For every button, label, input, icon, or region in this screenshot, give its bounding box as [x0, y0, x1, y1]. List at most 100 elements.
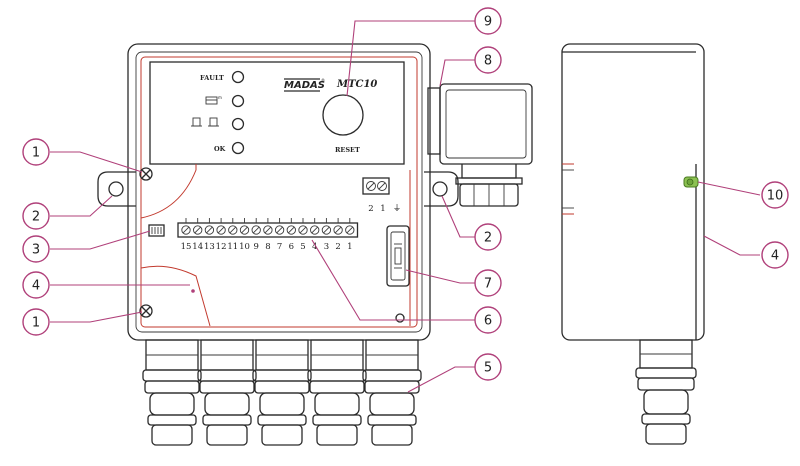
terminal-number: 4: [312, 242, 317, 252]
terminal-number: 15: [181, 242, 192, 252]
terminal-screw: [274, 218, 285, 235]
callout-number: 10: [767, 189, 784, 204]
callout-c3: 3: [22, 235, 50, 263]
terminal-number: 2: [335, 242, 340, 252]
dip-switch: [148, 224, 165, 237]
terminal-screw: [263, 218, 273, 235]
callout-c9: 9: [474, 7, 502, 35]
terminal-number: 9: [253, 242, 258, 252]
terminal-screw: [239, 218, 250, 235]
terminal-number: 11: [227, 242, 238, 252]
cover-mark: [191, 289, 195, 293]
terminal-number: 12: [216, 242, 227, 252]
callout-c6: 6: [474, 306, 502, 334]
terminal-screw: [204, 218, 215, 235]
mounting-ear-left: [97, 171, 136, 207]
sensor-pair-icon: [191, 117, 219, 127]
brand-trademark: ®: [321, 78, 325, 83]
aux-terminal-number: 1: [380, 204, 385, 214]
valve-led: [231, 94, 245, 108]
terminal-screw: [286, 218, 296, 235]
screw-lower: [139, 304, 153, 318]
callout-c7: 7: [474, 269, 502, 297]
screw-upper: [139, 167, 153, 181]
terminal-number: 1: [347, 242, 352, 252]
callout-c4b: 4: [761, 241, 789, 269]
brand-logo: MADAS: [284, 80, 325, 91]
fault-led: [231, 70, 245, 84]
terminal-number: 14: [192, 242, 203, 252]
callout-number: 3: [32, 243, 40, 258]
callout-number: 5: [484, 361, 492, 376]
leader-9: [346, 20, 475, 97]
callout-number: 2: [484, 231, 492, 246]
ok-led: [231, 141, 245, 155]
leader-10: [697, 181, 761, 196]
fuse-holder: [386, 225, 410, 287]
cable-gland: [197, 339, 257, 446]
callout-number: 9: [484, 15, 492, 30]
terminal-screw: [228, 218, 238, 235]
callout-number: 4: [32, 279, 40, 294]
side-housing: [561, 43, 705, 341]
callout-c10: 10: [761, 181, 789, 209]
model-label: MTC10: [336, 79, 377, 90]
terminal-screw: [345, 218, 355, 235]
aux-ground-label: ⏚: [393, 204, 402, 214]
aux-terminal-block: [362, 177, 390, 195]
terminal-screw: [251, 218, 261, 235]
leader-2b: [441, 195, 475, 238]
callout-c2a: 2: [22, 202, 50, 230]
reset-button[interactable]: [322, 94, 364, 136]
valve-connector: [427, 83, 533, 207]
callout-c1b: 1: [22, 308, 50, 336]
callout-number: 1: [32, 316, 40, 331]
callout-c2b: 2: [474, 223, 502, 251]
callout-number: 4: [771, 249, 779, 264]
leader-8: [439, 59, 475, 87]
housing-hole: [395, 313, 405, 323]
callout-number: 2: [32, 210, 40, 225]
terminal-screw: [193, 218, 203, 235]
terminal-number: 7: [277, 242, 282, 252]
leader-2a: [50, 195, 113, 217]
front-panel: [149, 61, 405, 165]
callout-number: 7: [484, 277, 492, 292]
front-view: FAULT m OK MADAS ® MTC10 RESET: [97, 43, 533, 446]
valve-icon: m: [205, 95, 222, 105]
cover-cut-lower: [140, 265, 211, 327]
reset-label: RESET: [335, 146, 360, 154]
callout-number: 1: [32, 146, 40, 161]
terminal-number: 8: [265, 242, 270, 252]
terminal-screw: [310, 218, 320, 235]
gasket-line: [140, 56, 418, 328]
earth-screw: [683, 176, 699, 188]
cover-cut-upper: [140, 164, 197, 219]
leader-4b: [703, 235, 760, 256]
terminal-number: 6: [289, 242, 294, 252]
terminal-number: 5: [300, 242, 305, 252]
leader-6: [311, 239, 475, 321]
terminal-screw: [181, 218, 191, 235]
terminal-screw: [333, 218, 343, 235]
terminal-screw: [321, 218, 332, 235]
leader-1a: [50, 151, 143, 173]
callout-c1a: 1: [22, 138, 50, 166]
mounting-hole-right: [432, 181, 448, 197]
svg-text:m: m: [218, 95, 222, 100]
leader-1b: [50, 311, 143, 323]
callout-c4a: 4: [22, 271, 50, 299]
terminal-number: 13: [204, 242, 215, 252]
mounting-ear-right: [424, 171, 459, 207]
leader-5: [407, 366, 475, 393]
housing-outline: [127, 43, 431, 341]
callout-number: 8: [484, 54, 492, 69]
terminal-number: 10: [239, 242, 250, 252]
ok-label: OK: [214, 145, 226, 153]
cable-glands: [142, 339, 422, 446]
cable-gland: [362, 339, 422, 446]
